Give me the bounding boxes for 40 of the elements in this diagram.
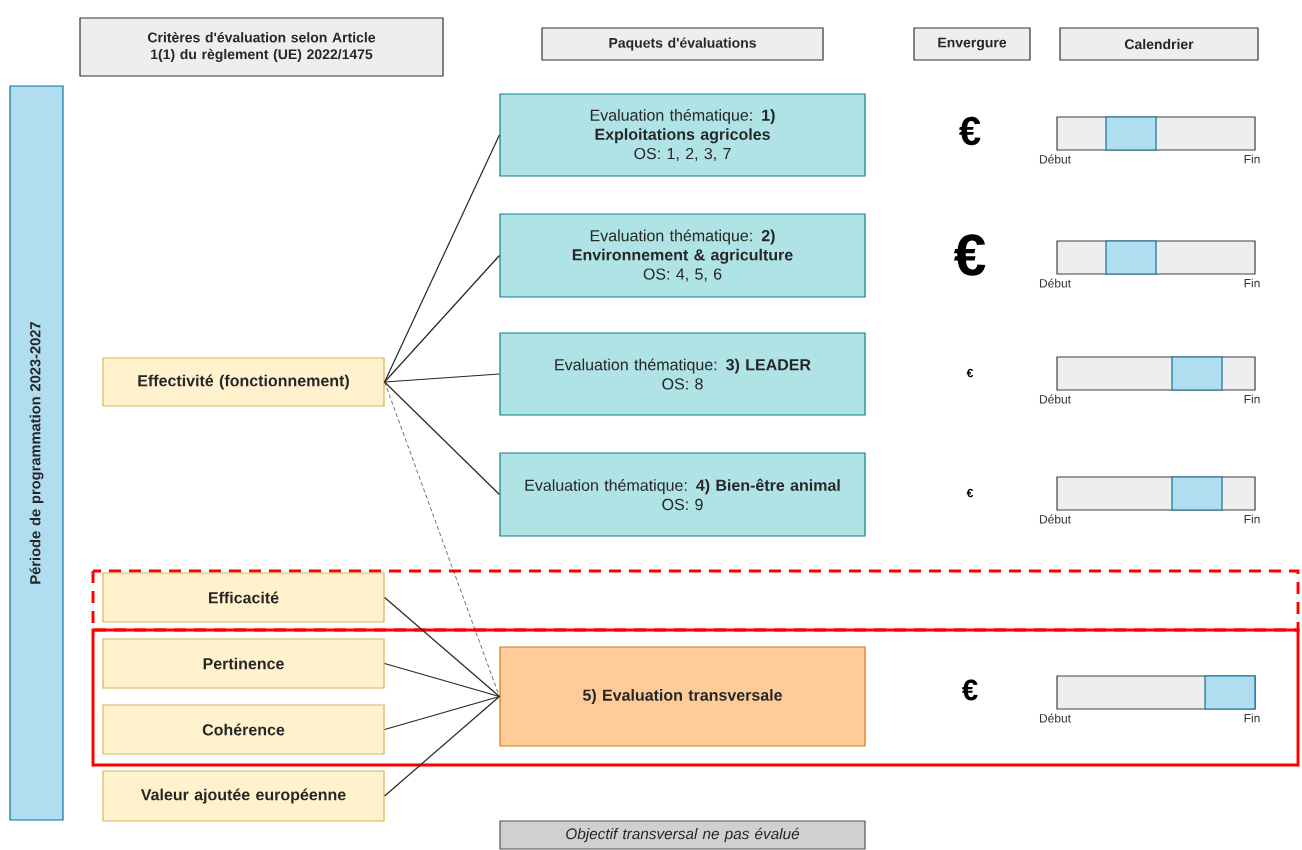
evaluation-box: Evaluation thématique: 4) Bien-être animal OS: 9 — [499, 452, 866, 537]
connector-line — [384, 381, 500, 697]
connector-line — [384, 695, 500, 797]
timeline-label: Fin — [1244, 278, 1260, 288]
evaluation-box: Evaluation thématique: 1) Exploitations agricoles OS: 1, 2, 3, 7 — [499, 93, 866, 177]
connector-line — [384, 134, 500, 383]
criterion-box: Efficacité — [102, 572, 385, 623]
header-box: Critères d'évaluation selon Article 1(1) du règlement (UE) 2022/1475 — [79, 17, 444, 77]
criterion-box: Effectivité (fonctionnement) — [102, 357, 385, 407]
timeline-label: Fin — [1244, 514, 1260, 524]
connector-line — [384, 381, 500, 496]
note-box: Objectif transversal ne pas évalué — [499, 820, 866, 850]
evaluation-box: 5) Evaluation transversale — [499, 646, 866, 747]
euro-symbol: € — [962, 679, 978, 701]
connector-line — [384, 596, 500, 698]
euro-symbol: € — [954, 234, 986, 276]
connector-line — [384, 373, 500, 383]
timeline-label: Fin — [1244, 154, 1260, 164]
header-box: Envergure — [913, 27, 1031, 61]
euro-symbol: € — [966, 488, 974, 498]
connector-line — [384, 254, 500, 383]
timeline-label: Début — [1040, 278, 1071, 288]
criterion-box: Valeur ajoutée européenne — [102, 770, 385, 822]
euro-symbol: € — [966, 368, 974, 378]
timeline-label: Début — [1040, 154, 1071, 164]
criterion-box: Pertinence — [102, 638, 385, 689]
evaluation-box: Evaluation thématique: 2) Environnement & agriculture OS: 4, 5, 6 — [499, 213, 866, 298]
timeline-label: Début — [1040, 713, 1071, 723]
timeline-label: Fin — [1244, 713, 1260, 723]
header-box: Calendrier — [1059, 27, 1259, 61]
timeline-label: Fin — [1244, 394, 1260, 404]
connector-line — [384, 662, 500, 698]
period-band: Période de programmation 2023-2027 — [9, 85, 64, 821]
euro-symbol: € — [959, 116, 981, 146]
timeline-label: Début — [1040, 394, 1071, 404]
connector-line — [384, 695, 500, 731]
criterion-box: Cohérence — [102, 704, 385, 755]
timeline-label: Début — [1040, 514, 1071, 524]
evaluation-box: Evaluation thématique: 3) LEADER OS: 8 — [499, 332, 866, 416]
header-box: Paquets d'évaluations — [541, 27, 824, 61]
